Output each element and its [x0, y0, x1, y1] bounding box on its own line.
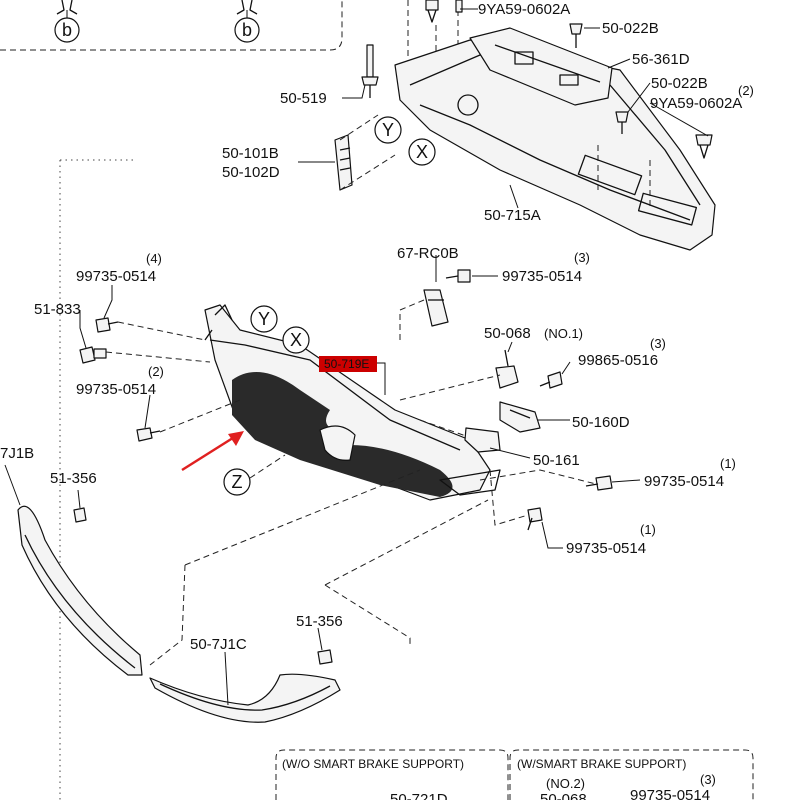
- garnish-7j1b: [17, 505, 143, 676]
- molding-50-7j1c: [149, 673, 341, 723]
- indicator-arrow: [181, 431, 244, 472]
- label-99735-top-right: 99735-0514: [502, 268, 582, 285]
- label-51-833: 51-833: [34, 301, 81, 318]
- box-w-part2: 99735-0514: [630, 787, 710, 800]
- qty-99865: (3): [650, 336, 666, 351]
- clip-50-022b-top: [569, 23, 583, 48]
- grille-highlight-box: [319, 356, 377, 372]
- callout-b-left: [54, 17, 80, 43]
- box-w-smart-brake: [509, 749, 754, 800]
- label-50-715a: 50-715A: [484, 207, 541, 224]
- qty-99735-top-right: (3): [574, 250, 590, 265]
- label-67-rc0b: 67-RC0B: [397, 245, 459, 262]
- box-w-qty-no2: (NO.2): [546, 776, 585, 791]
- label-56-361d: 56-361D: [632, 51, 690, 68]
- callout-z-text: Z: [232, 472, 243, 492]
- label-50-022b-right: 50-022B: [651, 75, 708, 92]
- qty-99735-r1: (1): [720, 456, 736, 471]
- callout-x-top: [408, 138, 436, 166]
- label-99735-r2: 99735-0514: [566, 540, 646, 557]
- label-51-356-bottom: 51-356: [296, 613, 343, 630]
- box-w-qty3: (3): [700, 772, 716, 787]
- label-9ya59-top: 9YA59-0602A: [478, 1, 570, 18]
- screw-99735-r2: [527, 507, 543, 531]
- bracket-67-rc0b: [423, 289, 449, 327]
- clip-9ya59-top: [425, 0, 439, 23]
- upper-shroud-50-715a: [394, 39, 716, 251]
- label-50-7j1c: 50-7J1C: [190, 636, 247, 653]
- qty-99735-left-mid: (2): [148, 364, 164, 379]
- callout-b-left-text: b: [62, 20, 72, 40]
- bolt-51-833: [79, 346, 107, 364]
- label-50-101b: 50-101B: [222, 145, 279, 162]
- callout-x-mid: [282, 326, 310, 354]
- clip-9ya59-right: [695, 134, 713, 159]
- label-50-068: 50-068: [484, 325, 531, 342]
- clip-99735-top-right: [445, 269, 471, 283]
- label-7j1b: 7J1B: [0, 445, 34, 462]
- callout-x-mid-text: X: [290, 330, 302, 350]
- qty-50-068: (NO.1): [544, 326, 583, 341]
- clip-50-022b-right: [615, 111, 629, 134]
- callout-y-top: [374, 116, 402, 144]
- cover-plate-56-361d: [469, 27, 613, 106]
- label-99735-left-mid: 99735-0514: [76, 381, 156, 398]
- label-50-022b-top: 50-022B: [602, 20, 659, 37]
- bolt-b-right: [236, 0, 258, 18]
- label-99865: 99865-0516: [578, 352, 658, 369]
- box-w-header: (W/SMART BRAKE SUPPORT): [517, 757, 686, 771]
- label-50-719e: 50-719E: [324, 357, 369, 371]
- callout-y-mid: [250, 305, 278, 333]
- callout-y-top-text: Y: [382, 120, 394, 140]
- screw-99735-r1: [585, 475, 613, 491]
- box-wo-smart-brake: [275, 749, 509, 800]
- callout-x-top-text: X: [416, 142, 428, 162]
- label-51-356-left: 51-356: [50, 470, 97, 487]
- bolt-b-left: [56, 0, 78, 18]
- callout-b-right: [234, 17, 260, 43]
- callout-z: [223, 468, 251, 496]
- bracket-50-160d: [499, 401, 541, 433]
- pin-50-519: [361, 44, 379, 98]
- clip-51-356-bottom: [317, 649, 333, 665]
- label-99735-left-top: 99735-0514: [76, 268, 156, 285]
- label-50-102d: 50-102D: [222, 164, 280, 181]
- label-50-161: 50-161: [533, 452, 580, 469]
- label-50-160d: 50-160D: [572, 414, 630, 431]
- qty-50-022b-right: (2): [738, 83, 754, 98]
- clip-99735-left-mid: [136, 427, 161, 442]
- box-wo-part: 50-721D: [390, 791, 448, 800]
- bracket-50-161: [464, 427, 501, 453]
- label-9ya59-right: 9YA59-0602A: [650, 95, 742, 112]
- callout-y-mid-text: Y: [258, 309, 270, 329]
- label-99735-r1: 99735-0514: [644, 473, 724, 490]
- box-wo-header: (W/O SMART BRAKE SUPPORT): [282, 757, 464, 771]
- callout-b-right-text: b: [242, 20, 252, 40]
- label-50-519: 50-519: [280, 90, 327, 107]
- sensor-50-068: [495, 349, 519, 389]
- qty-99735-r2: (1): [640, 522, 656, 537]
- grille-50-719e: [204, 304, 501, 501]
- qty-99735-left-top: (4): [146, 251, 162, 266]
- screw-top: [455, 0, 463, 13]
- inset-frame: [0, 0, 343, 51]
- box-w-part: 50-068: [540, 791, 587, 800]
- bracket-50-101b: [334, 134, 353, 191]
- clip-99735-left-top: [95, 317, 119, 333]
- clip-51-356-left: [73, 507, 87, 523]
- screw-99865: [539, 371, 563, 389]
